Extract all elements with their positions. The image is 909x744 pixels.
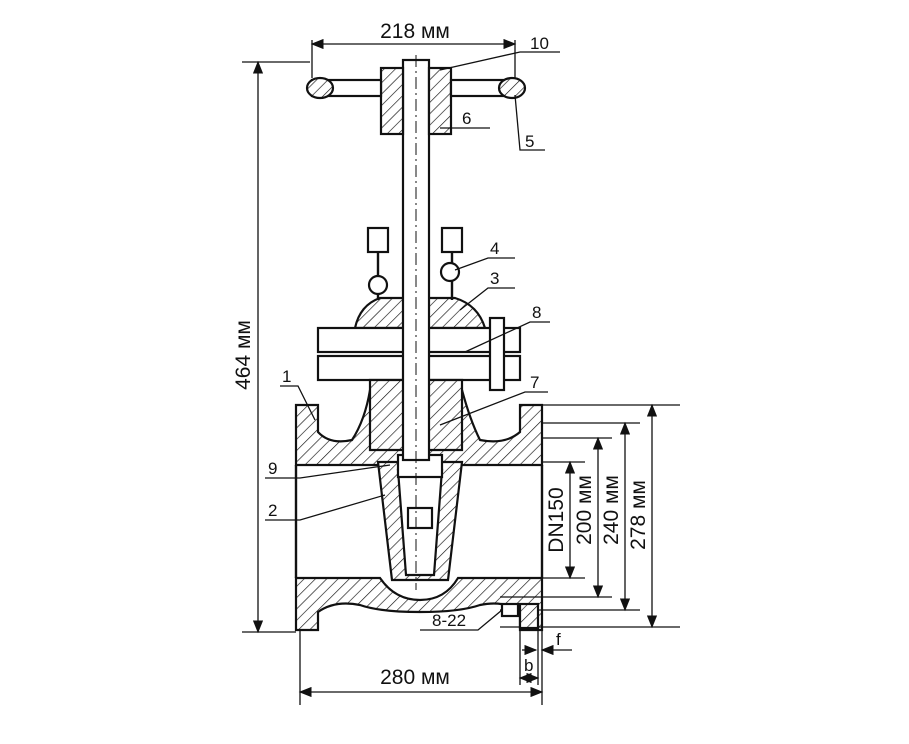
callout-4: 4	[490, 239, 499, 258]
dimension-handwheel-width: 218 мм	[310, 20, 517, 78]
callout-10: 10	[530, 34, 549, 53]
callout-5: 5	[525, 132, 534, 151]
callouts: 10 6 5 4 3 8 7 1 9 2	[265, 34, 560, 521]
dimension-label: 240 мм	[600, 475, 623, 545]
b-label: b	[524, 656, 533, 675]
dn-label: DN150	[545, 487, 568, 552]
f-label: f	[556, 630, 561, 649]
dimension-label: 280 мм	[380, 666, 450, 689]
callout-1: 1	[282, 367, 291, 386]
flange-detail: 8-22 f b	[420, 602, 572, 685]
dimension-label: 464 мм	[232, 320, 255, 390]
callout-9: 9	[268, 459, 277, 478]
handwheel	[305, 76, 527, 100]
dimension-label: 218 мм	[380, 20, 450, 43]
dimension-label: 200 мм	[573, 475, 596, 545]
yoke	[366, 226, 464, 300]
dimension-face-to-face: 280 мм	[298, 630, 544, 705]
callout-8: 8	[532, 303, 541, 322]
dimension-total-height: 464 мм	[232, 60, 310, 634]
callout-3: 3	[490, 269, 499, 288]
callout-2: 2	[268, 501, 277, 520]
callout-6: 6	[462, 109, 471, 128]
bolt-holes-label: 8-22	[432, 611, 466, 630]
callout-7: 7	[530, 373, 539, 392]
dimension-label: 278 мм	[627, 480, 650, 550]
dimension-flange: DN150 200 мм 240 мм 278 мм	[500, 403, 680, 629]
